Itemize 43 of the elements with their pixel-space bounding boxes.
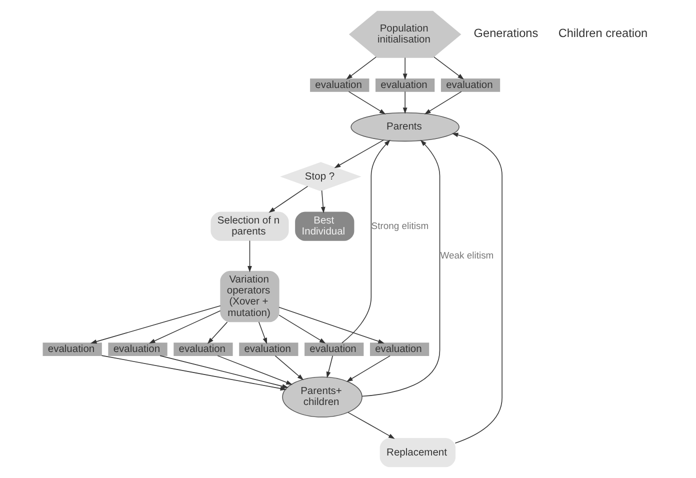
arrow	[247, 240, 252, 272]
arrow	[320, 190, 325, 214]
node-box: evaluation	[440, 78, 500, 92]
arrow	[402, 57, 407, 80]
arrow	[361, 140, 440, 397]
arrow	[334, 140, 384, 168]
node-box: Variation operators (Xover + mutation)	[220, 270, 279, 322]
node-box: Replacement	[379, 438, 456, 468]
node-box: evaluation	[375, 78, 434, 92]
node-box: Selection of n parents	[210, 212, 288, 241]
arrow	[268, 186, 308, 213]
arrow	[159, 355, 288, 388]
arrow	[206, 322, 228, 344]
node-box: Best Individual	[294, 212, 354, 241]
node-box: evaluation	[369, 342, 429, 356]
label: Generations	[473, 26, 538, 40]
arrow	[424, 91, 462, 114]
arrow	[346, 355, 390, 382]
arrow	[148, 310, 220, 344]
arrow	[278, 314, 326, 344]
arrow	[348, 91, 386, 114]
arrow	[346, 56, 376, 80]
node-box: evaluation	[238, 342, 298, 356]
arrow	[433, 56, 464, 80]
arrow	[216, 355, 292, 385]
node-box: evaluation	[173, 342, 232, 356]
arrow	[100, 355, 286, 391]
arrow	[278, 306, 384, 344]
arrow	[341, 140, 390, 344]
node-box: evaluation	[108, 342, 167, 356]
node-box: evaluation	[310, 78, 369, 92]
arrow	[274, 355, 304, 380]
arrow	[326, 355, 333, 378]
arrow	[451, 132, 502, 444]
arrow	[90, 305, 220, 344]
arrow	[347, 412, 394, 439]
arrow	[402, 91, 407, 114]
node-box: evaluation	[304, 342, 364, 356]
edge-label: Weak elitism	[440, 250, 494, 262]
node-box: evaluation	[42, 342, 102, 356]
edge-label: Strong elitism	[370, 220, 428, 232]
arrow	[258, 322, 267, 344]
label: Children creation	[558, 26, 648, 40]
